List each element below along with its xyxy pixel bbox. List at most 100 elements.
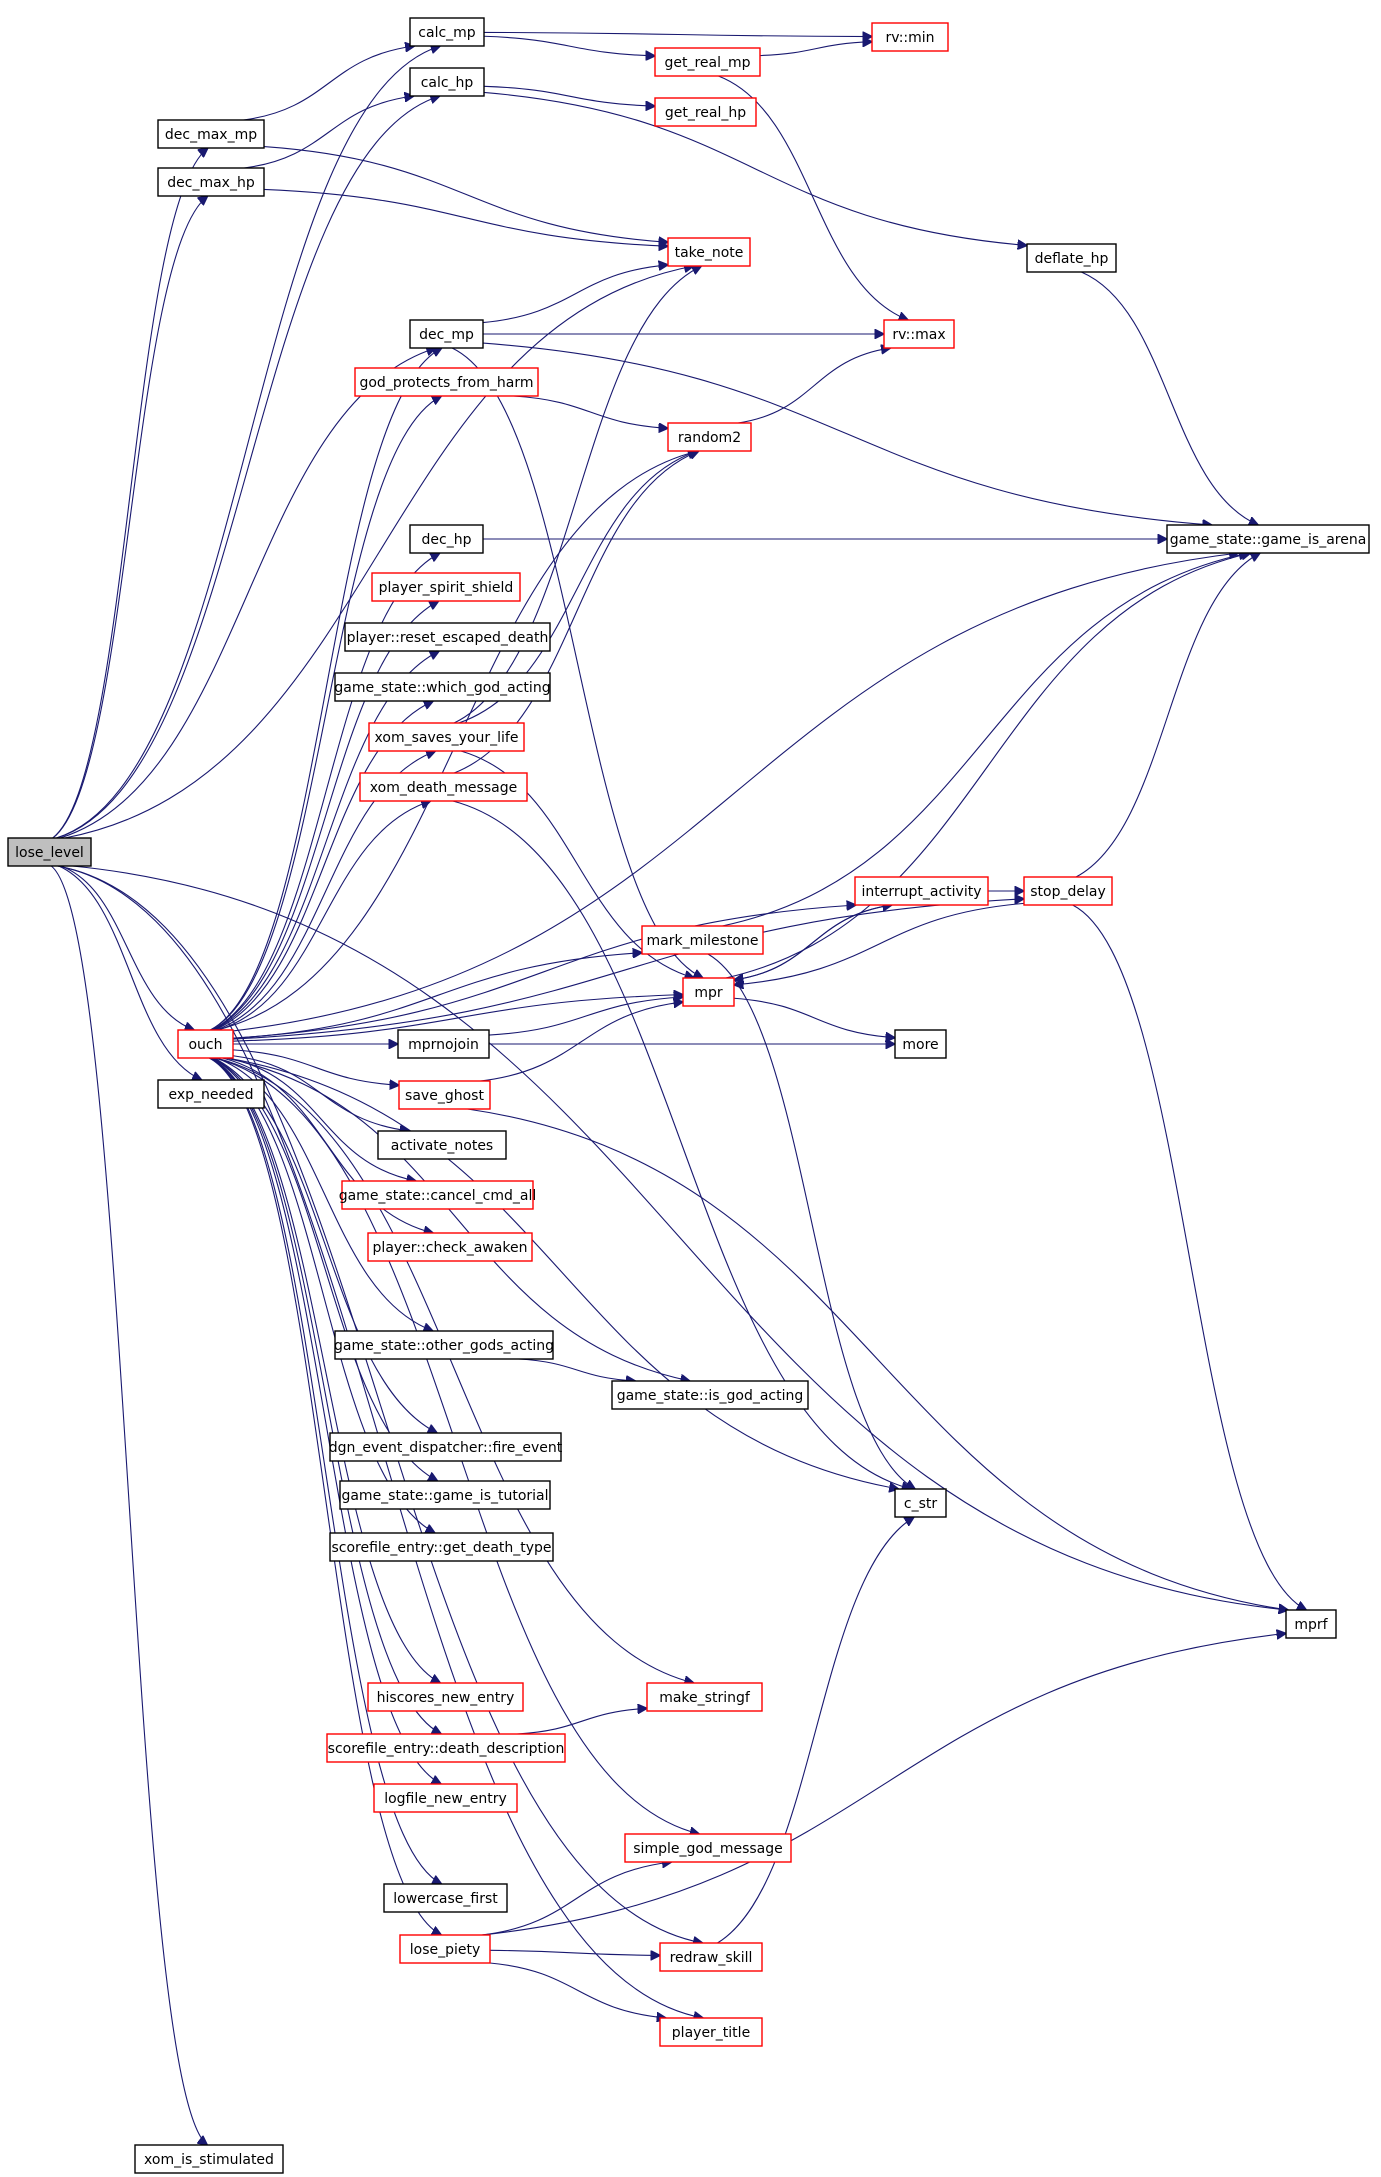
node-xom-is-stimulated[interactable]: xom_is_stimulated [134, 2144, 284, 2174]
node-box [341, 1180, 534, 1210]
node-box [659, 1942, 763, 1972]
edge-mprnojoin-to-mpr [488, 997, 683, 1036]
node-which-god-acting[interactable]: game_state::which_god_acting [334, 672, 551, 702]
edge-lose_piety-to-player_title [489, 1962, 666, 2018]
node-activate-notes[interactable]: activate_notes [377, 1130, 507, 1160]
node-mprnojoin[interactable]: mprnojoin [397, 1029, 490, 1059]
node-player-title[interactable]: player_title [659, 2017, 763, 2047]
node-label: mark_milestone [647, 933, 759, 949]
node-box [641, 925, 764, 955]
node-death-description[interactable]: scorefile_entry::death_description [326, 1733, 566, 1763]
edge-ouch-to-make_stringf [216, 1057, 694, 1683]
edge-lose_level-to-exp_needed [58, 865, 202, 1080]
node-box [134, 2144, 284, 2174]
node-is-god-acting[interactable]: game_state::is_god_acting [611, 1380, 809, 1410]
node-label: player_spirit_shield [379, 580, 514, 596]
node-ouch[interactable]: ouch [177, 1029, 234, 1059]
edge-ouch-to-death_description [210, 1057, 441, 1734]
node-take-note[interactable]: take_note [667, 237, 751, 267]
node-c-str[interactable]: c_str [894, 1488, 947, 1518]
node-make-stringf[interactable]: make_stringf [646, 1682, 763, 1712]
node-stop-delay[interactable]: stop_delay [1023, 876, 1113, 906]
node-label: take_note [675, 245, 744, 261]
node-calc-mp[interactable]: calc_mp [409, 17, 485, 47]
node-more[interactable]: more [894, 1029, 947, 1059]
node-rv-max[interactable]: rv::max [883, 319, 955, 349]
node-random2[interactable]: random2 [667, 422, 752, 452]
edge-save_ghost-to-mpr [480, 1002, 683, 1082]
edge-redraw_skill-to-c_str [717, 1517, 914, 1944]
node-deflate-hp[interactable]: deflate_hp [1026, 243, 1117, 273]
node-exp-needed[interactable]: exp_needed [157, 1079, 265, 1109]
edge-lose_level-to-dec_max_hp [52, 196, 208, 839]
node-reset-escaped-death[interactable]: player::reset_escaped_death [344, 622, 551, 652]
node-save-ghost[interactable]: save_ghost [398, 1080, 491, 1110]
node-calc-hp[interactable]: calc_hp [409, 67, 485, 97]
nodes-layer: lose_level calc_mp calc_hp dec_max_mp dec_ma… [7, 17, 1370, 2174]
edge-lose_level-to-dec_max_mp [52, 148, 208, 839]
node-get-real-hp[interactable]: get_real_hp [654, 97, 757, 127]
node-mark-milestone[interactable]: mark_milestone [641, 925, 764, 955]
node-mpr[interactable]: mpr [682, 977, 735, 1007]
node-check-awaken[interactable]: player::check_awaken [367, 1232, 533, 1262]
node-player-spirit-shield[interactable]: player_spirit_shield [371, 572, 521, 602]
node-box [334, 1330, 554, 1360]
node-other-gods-acting[interactable]: game_state::other_gods_acting [334, 1330, 554, 1360]
node-redraw-skill[interactable]: redraw_skill [659, 1942, 763, 1972]
node-label: xom_is_stimulated [144, 2152, 274, 2168]
edge-lose_level-to-ouch [60, 865, 194, 1030]
node-xom-saves-your-life[interactable]: xom_saves_your_life [368, 722, 525, 752]
edge-lose_piety-to-simple_god_message [481, 1862, 671, 1936]
node-box [854, 876, 989, 906]
edge-dec_mp-to-game_is_arena [482, 342, 1212, 525]
edge-stop_delay-to-mprf [1072, 904, 1307, 1610]
node-box [344, 622, 551, 652]
node-mprf[interactable]: mprf [1285, 1609, 1337, 1639]
node-dec-max-hp[interactable]: dec_max_hp [157, 167, 265, 197]
edge-lose_level-to-calc_hp [56, 96, 440, 839]
node-rv-min[interactable]: rv::min [871, 22, 949, 52]
edge-ouch-to-is_god_acting [225, 1057, 690, 1381]
node-label: random2 [678, 430, 741, 446]
node-cancel-cmd-all[interactable]: game_state::cancel_cmd_all [339, 1180, 537, 1210]
node-box [682, 977, 735, 1007]
node-simple-god-message[interactable]: simple_god_message [624, 1833, 792, 1863]
edge-save_ghost-to-mprf [467, 1108, 1288, 1610]
node-lowercase-first[interactable]: lowercase_first [383, 1883, 508, 1913]
edge-xom_saves_your_life-to-mpr [460, 750, 694, 978]
node-label: game_state::other_gods_acting [334, 1338, 554, 1354]
node-box [667, 237, 751, 267]
node-game-is-tutorial[interactable]: game_state::game_is_tutorial [339, 1480, 551, 1510]
node-box [359, 772, 528, 802]
node-get-death-type[interactable]: scorefile_entry::get_death_type [329, 1532, 554, 1562]
node-logfile-new-entry[interactable]: logfile_new_entry [373, 1783, 518, 1813]
edge-calc_mp-to-get_real_mp [483, 35, 655, 56]
edge-mark_milestone-to-game_is_arena [722, 553, 1248, 927]
edge-ouch-to-interrupt_activity [232, 905, 856, 1039]
node-box [157, 119, 265, 149]
node-dec-mp[interactable]: dec_mp [409, 319, 484, 349]
node-lose-piety[interactable]: lose_piety [399, 1934, 491, 1964]
node-hiscores-new-entry[interactable]: hiscores_new_entry [367, 1682, 524, 1712]
node-xom-death-message[interactable]: xom_death_message [359, 772, 528, 802]
node-god-protects-from-harm[interactable]: god_protects_from_harm [354, 367, 539, 397]
node-label: logfile_new_entry [384, 1791, 507, 1807]
node-interrupt-activity[interactable]: interrupt_activity [854, 876, 989, 906]
edge-mpr-to-game_is_arena [725, 553, 1251, 979]
node-box [659, 2017, 763, 2047]
node-box [334, 672, 551, 702]
edge-xom_death_message-to-c_str [452, 800, 911, 1489]
node-dec-hp[interactable]: dec_hp [409, 524, 484, 554]
edge-dec_max_hp-to-calc_hp [243, 96, 414, 169]
node-fire-event[interactable]: dgn_event_dispatcher::fire_event [329, 1432, 563, 1462]
node-game-is-arena[interactable]: game_state::game_is_arena [1166, 524, 1370, 554]
node-box [654, 47, 761, 77]
node-lose-level[interactable]: lose_level [7, 837, 92, 867]
node-box [326, 1733, 566, 1763]
node-get-real-mp[interactable]: get_real_mp [654, 47, 761, 77]
edge-calc_hp-to-deflate_hp [483, 91, 1027, 245]
node-box [177, 1029, 234, 1059]
node-box [1285, 1609, 1337, 1639]
node-dec-max-mp[interactable]: dec_max_mp [157, 119, 265, 149]
